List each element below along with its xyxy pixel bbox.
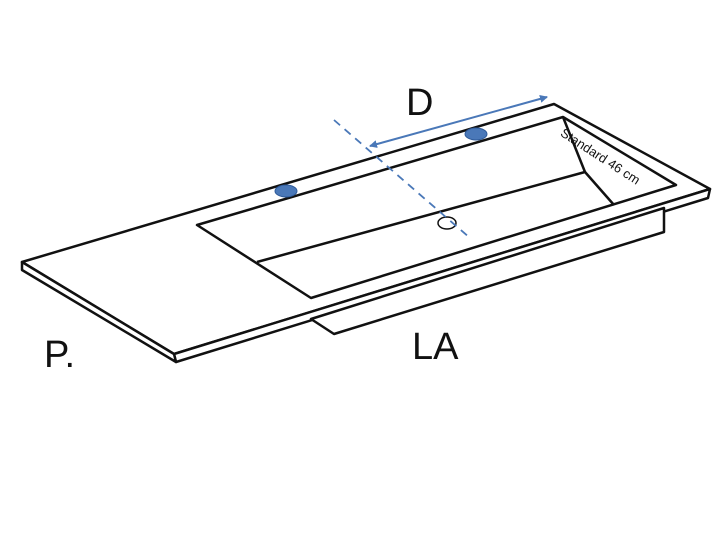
- depth-dimension-arrow: [369, 95, 548, 148]
- basin-underside: [309, 206, 666, 336]
- tap-hole-right: [464, 127, 488, 141]
- centerline-dashed: [333, 119, 471, 239]
- drain-hole: [437, 216, 457, 230]
- tap-hole-left: [274, 184, 298, 198]
- width-label: LA: [412, 326, 459, 368]
- basin-opening: [195, 115, 678, 300]
- countertop-left-edge: [20, 260, 178, 364]
- side-label: P.: [44, 334, 76, 376]
- depth-label: D: [406, 82, 434, 124]
- basin-inner-back-corner: [561, 116, 587, 173]
